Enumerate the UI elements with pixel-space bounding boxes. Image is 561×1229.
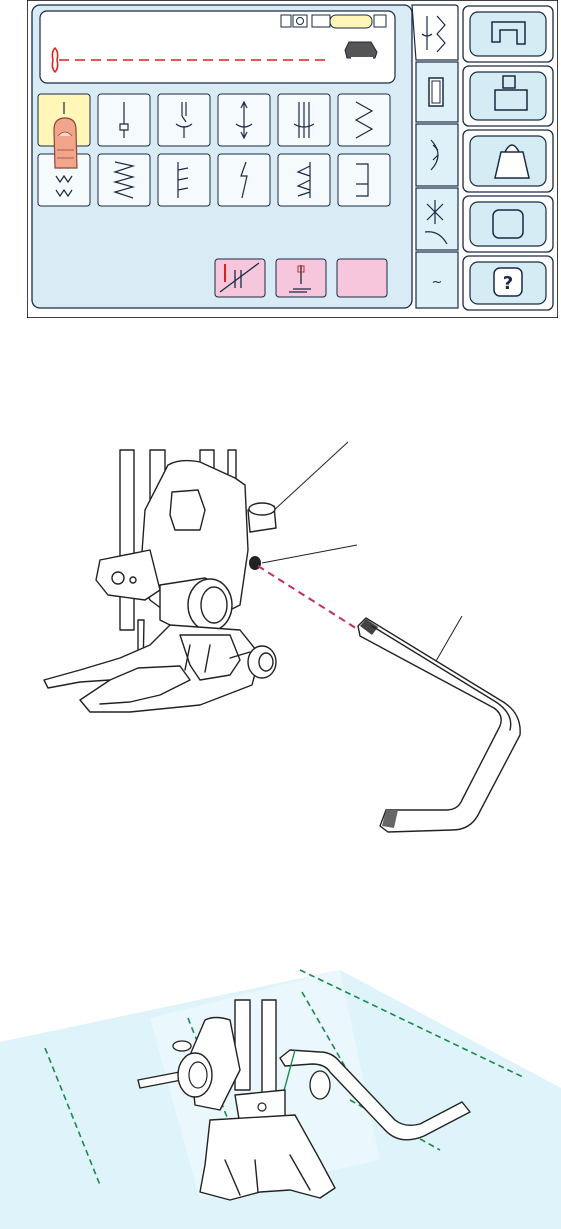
needle-up-down-key[interactable] [276,259,326,297]
attach-quilting-guide-illustration [0,430,561,850]
finger-pointer-icon [54,118,77,168]
needle-status-icon [281,15,291,27]
tension-value-box [330,15,372,28]
presser-foot-shank [96,461,248,635]
stitch-key-blind-hem[interactable] [158,154,210,206]
stitch-key-square-stitch[interactable] [338,154,390,206]
presser-foot-sole [44,625,276,712]
lcd-screen: ~ ? [27,0,558,318]
status-bar [281,15,386,28]
bobbin-status-icon [293,15,307,27]
leader-line-hole [262,545,357,563]
side-tabs: ~ [412,5,458,308]
thumbscrew-icon-2 [173,1041,191,1051]
help-icon: ? [503,273,513,294]
stitch-key-lightning-stitch[interactable] [218,154,270,206]
right-buttons: ? [463,6,553,310]
stitch-key-reinforced-straight[interactable] [158,94,210,146]
stitch-key-arrow-stitch[interactable] [218,94,270,146]
thumbscrew-icon [248,503,276,532]
tension-status-icon [312,15,330,27]
quilt-tab-icon[interactable] [416,188,458,250]
speaker-icon [374,15,386,27]
twin-needle-key[interactable] [215,259,265,297]
blank-key[interactable] [337,259,387,297]
presser-foot-icon [345,42,377,58]
stitch-key-wide-zigzag[interactable] [98,154,150,206]
stitch-key-triple-straight[interactable] [278,94,330,146]
leader-line-screw [272,442,348,512]
insertion-path [258,566,362,632]
leader-line-guide [432,616,462,668]
stitch-key-zigzag[interactable] [338,94,390,146]
more-tab-label: ~ [432,275,443,290]
satin-tab-icon[interactable] [416,124,458,186]
stitch-key-bartack-stitch[interactable] [98,94,150,146]
twin-needle-icon [224,264,226,282]
quilting-lines-illustration [0,960,561,1229]
quilting-guide-bar [358,618,520,832]
stitch-key-overcast[interactable] [278,154,330,206]
